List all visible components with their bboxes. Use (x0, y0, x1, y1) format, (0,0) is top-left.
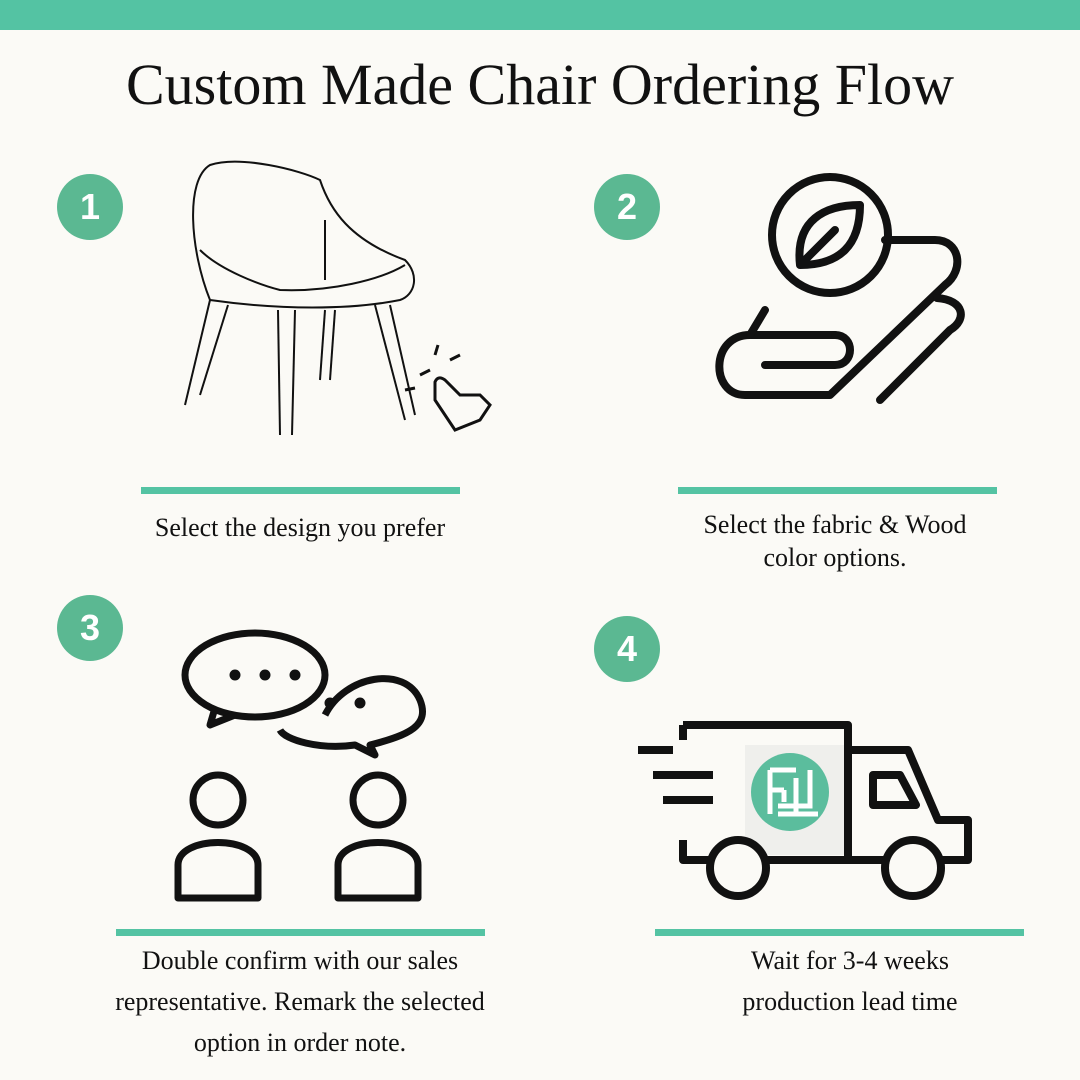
caption-line: Double confirm with our sales (141, 946, 459, 975)
chair-click-icon (184, 160, 492, 436)
step-3-badge: 3 (57, 595, 123, 661)
fabric-roll-leaf-icon (715, 173, 965, 404)
caption-line: color options. (763, 543, 907, 572)
step-4-badge: 4 (594, 616, 660, 682)
step-2-divider (678, 487, 997, 494)
step-4-divider (655, 929, 1024, 936)
caption-line: representative. Remark the selected (115, 987, 485, 1016)
step-2-caption: Select the fabric & Wood color options. (620, 508, 1050, 574)
conversation-icon (174, 629, 426, 902)
page-title: Custom Made Chair Ordering Flow (125, 52, 955, 117)
top-accent-bar (0, 0, 1080, 30)
step-1-divider (141, 487, 460, 494)
caption-line: Wait for 3-4 weeks (751, 946, 949, 975)
brand-logo (751, 753, 829, 831)
step-4-caption: Wait for 3-4 weeks production lead time (640, 940, 1060, 1022)
caption-line: production lead time (742, 987, 958, 1016)
step-3-caption: Double confirm with our sales representa… (60, 940, 540, 1063)
step-2-badge: 2 (594, 174, 660, 240)
delivery-truck-icon (638, 721, 972, 900)
step-3-divider (116, 929, 485, 936)
step-1-badge: 1 (57, 174, 123, 240)
step-1-caption: Select the design you prefer (154, 513, 446, 542)
caption-line: Select the fabric & Wood (703, 510, 967, 539)
caption-line: option in order note. (193, 1028, 407, 1057)
